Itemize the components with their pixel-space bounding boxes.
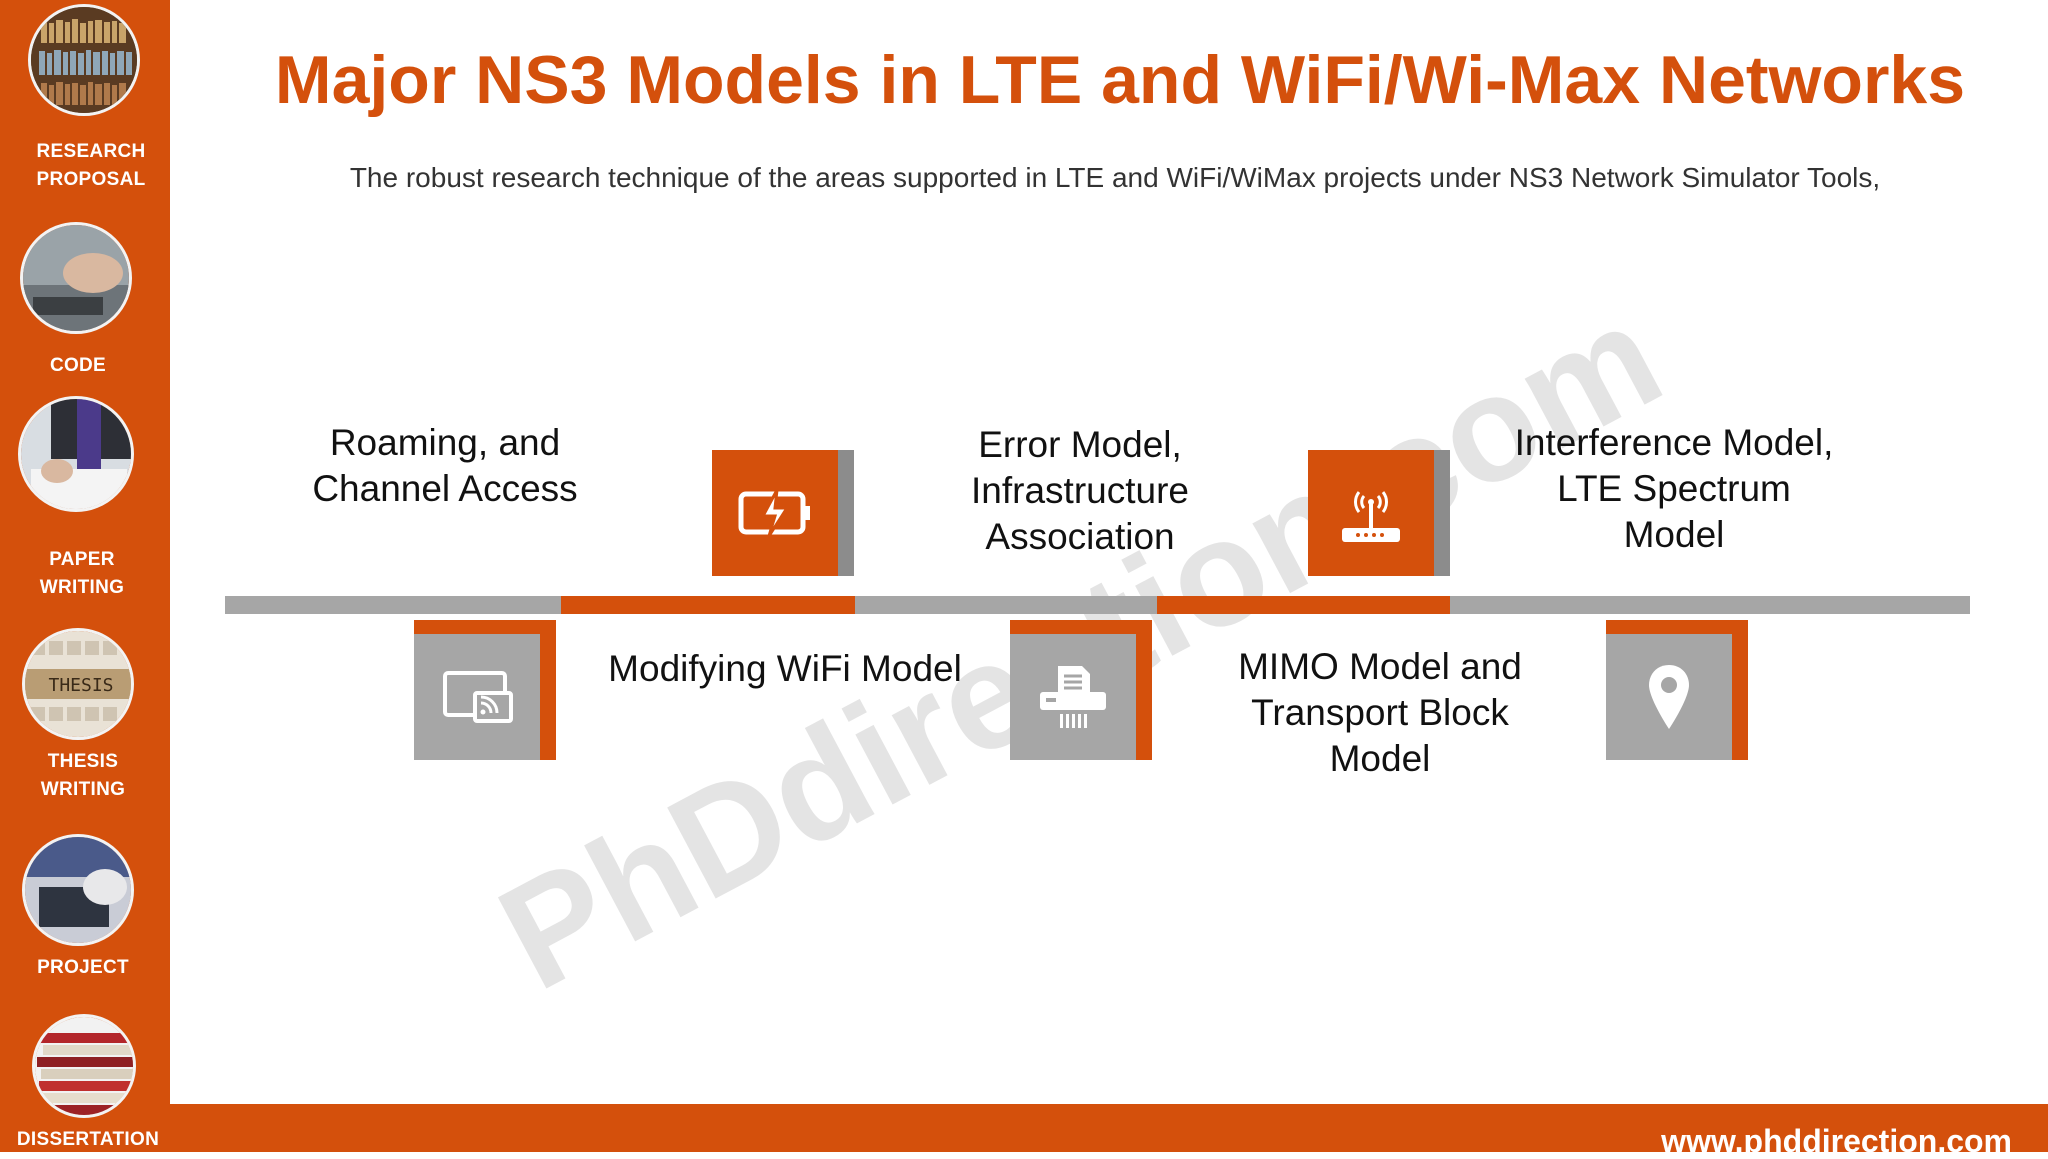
page-subtitle: The robust research technique of the are… xyxy=(230,160,2000,196)
sidebar-label-dissertation: DISSERTATION xyxy=(0,1126,176,1154)
footer: www.phddirection.com xyxy=(170,1104,2048,1152)
label-line: Model xyxy=(1190,736,1570,782)
block-face xyxy=(1010,634,1136,760)
label-line-1: THESIS xyxy=(0,748,166,776)
sidebar-label-thesis-writing: THESIS WRITING xyxy=(0,748,166,804)
timeline-block-router xyxy=(1308,450,1434,576)
thesis-tiles-photo-icon: THESIS xyxy=(22,628,134,740)
timeline-bar-gray-left xyxy=(225,596,561,614)
typing-photo-icon xyxy=(20,222,132,334)
label-line: Model xyxy=(1480,512,1868,558)
label-line-2: PROPOSAL xyxy=(0,166,182,194)
label-line: LTE Spectrum xyxy=(1480,466,1868,512)
sidebar-item-thesis-writing[interactable]: THESIS THESIS WRITING xyxy=(0,620,170,810)
timeline-label-modifying-wifi: Modifying WiFi Model xyxy=(580,646,990,692)
timeline-label-error-model: Error Model, Infrastructure Association xyxy=(900,422,1260,560)
laptop-photo-icon xyxy=(22,834,134,946)
label-line: Association xyxy=(900,514,1260,560)
book-stack-photo-icon xyxy=(32,1014,136,1118)
timeline-bar-gray-mid xyxy=(855,596,1157,614)
sidebar-label-research-proposal: RESEARCH PROPOSAL xyxy=(0,138,182,194)
timeline-label-interference: Interference Model, LTE Spectrum Model xyxy=(1480,420,1868,558)
label-line: Modifying WiFi Model xyxy=(580,646,990,692)
page-title: Major NS3 Models in LTE and WiFi/Wi-Max … xyxy=(260,38,1980,122)
sidebar: RESEARCH PROPOSAL CODE xyxy=(0,0,170,1152)
timeline-bar-gray-right xyxy=(1450,596,1970,614)
wifi-router-icon xyxy=(1336,478,1406,548)
block-face xyxy=(1606,634,1732,760)
timeline-block-location xyxy=(1606,634,1732,760)
shredder-icon xyxy=(1036,662,1110,732)
label-line: Transport Block xyxy=(1190,690,1570,736)
sidebar-label-project: PROJECT xyxy=(0,954,166,982)
label-line-1: PROJECT xyxy=(0,954,166,982)
label-line-1: CODE xyxy=(0,352,156,380)
label-line: Infrastructure xyxy=(900,468,1260,514)
location-pin-icon xyxy=(1647,663,1691,731)
timeline-block-battery xyxy=(712,450,838,576)
block-face xyxy=(414,634,540,760)
label-line: Interference Model, xyxy=(1480,420,1868,466)
timeline-label-mimo: MIMO Model and Transport Block Model xyxy=(1190,644,1570,782)
sidebar-label-code: CODE xyxy=(0,352,156,380)
label-line-1: RESEARCH xyxy=(0,138,182,166)
battery-charging-icon xyxy=(737,488,813,538)
sidebar-item-project[interactable]: PROJECT xyxy=(0,830,170,990)
footer-url-link[interactable]: www.phddirection.com xyxy=(1661,1124,2012,1158)
sidebar-item-dissertation[interactable]: DISSERTATION xyxy=(0,1010,170,1152)
label-line: Channel Access xyxy=(270,466,620,512)
label-line-2: WRITING xyxy=(0,776,166,804)
sidebar-item-code[interactable]: CODE xyxy=(0,210,170,380)
sidebar-label-paper-writing: PAPER WRITING xyxy=(0,546,164,602)
writing-photo-icon xyxy=(18,396,134,512)
timeline-bar-orange-1 xyxy=(561,596,855,614)
label-line: MIMO Model and xyxy=(1190,644,1570,690)
timeline-bar-orange-2 xyxy=(1157,596,1450,614)
bookshelf-photo-icon xyxy=(28,4,140,116)
sidebar-item-paper-writing[interactable]: PAPER WRITING xyxy=(0,390,170,600)
label-line-1: PAPER xyxy=(0,546,164,574)
label-line: Roaming, and xyxy=(270,420,620,466)
block-face xyxy=(1308,450,1434,576)
label-line: Error Model, xyxy=(900,422,1260,468)
label-line-1: DISSERTATION xyxy=(0,1126,176,1154)
timeline-label-roaming: Roaming, and Channel Access xyxy=(270,420,620,512)
sidebar-item-research-proposal[interactable]: RESEARCH PROPOSAL xyxy=(0,0,170,200)
block-face xyxy=(712,450,838,576)
timeline-block-cast xyxy=(414,634,540,760)
label-line-2: WRITING xyxy=(0,574,164,602)
cast-screen-icon xyxy=(441,667,513,727)
svg-text:THESIS: THESIS xyxy=(48,675,113,696)
timeline-block-shredder xyxy=(1010,634,1136,760)
